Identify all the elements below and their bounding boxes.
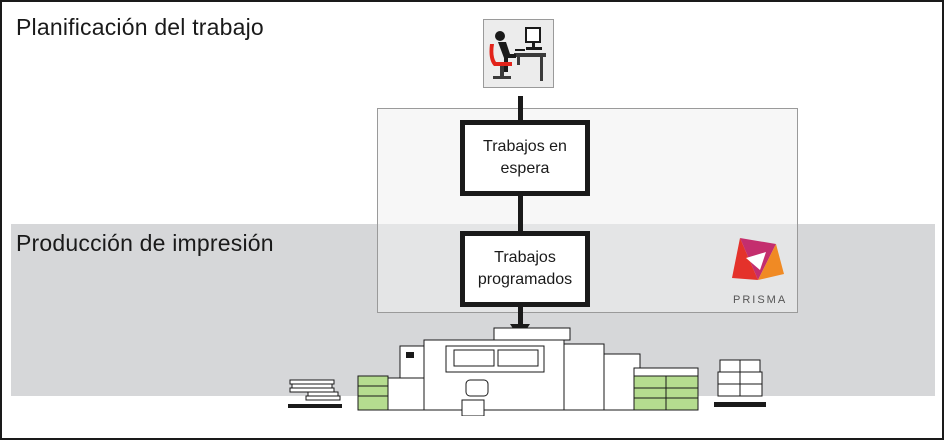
- planning-title: Planificación del trabajo: [16, 14, 264, 40]
- flow-connector: [518, 96, 523, 121]
- flow-connector: [518, 191, 523, 231]
- paper-feeder-module: [357, 345, 425, 411]
- prisma-label: PRISMA: [733, 294, 788, 306]
- paper-output-stack-icon: [714, 359, 766, 407]
- production-printer-icon: [423, 327, 641, 417]
- prisma-logo-icon: [730, 234, 786, 284]
- production-title: Producción de impresión: [16, 230, 274, 256]
- workstation-icon: [483, 19, 554, 88]
- flow-connector: [518, 303, 523, 325]
- production-line: [282, 324, 772, 421]
- paper-input-stack-icon: [288, 379, 342, 408]
- paper-output-module: [633, 367, 699, 411]
- jobs-scheduled-box: Trabajos programados: [460, 231, 590, 307]
- jobs-waiting-box: Trabajos en espera: [460, 120, 590, 196]
